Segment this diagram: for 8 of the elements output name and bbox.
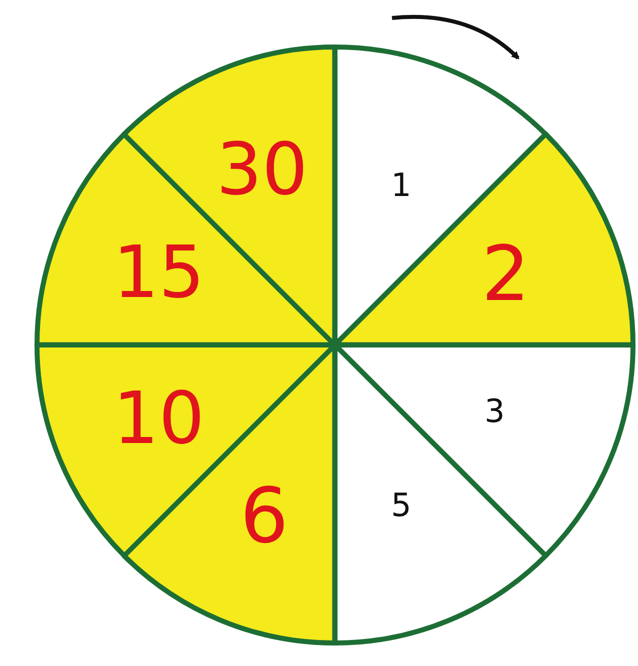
sector-number: 10	[112, 382, 205, 454]
sector-number: 30	[216, 132, 308, 205]
sector-number: 1	[390, 169, 412, 202]
sector-number: 15	[112, 236, 205, 308]
sector-number: 6	[240, 478, 288, 554]
sector-number: 2	[482, 236, 530, 312]
sector-number: 5	[390, 488, 412, 521]
sector-number: 3	[484, 395, 505, 428]
